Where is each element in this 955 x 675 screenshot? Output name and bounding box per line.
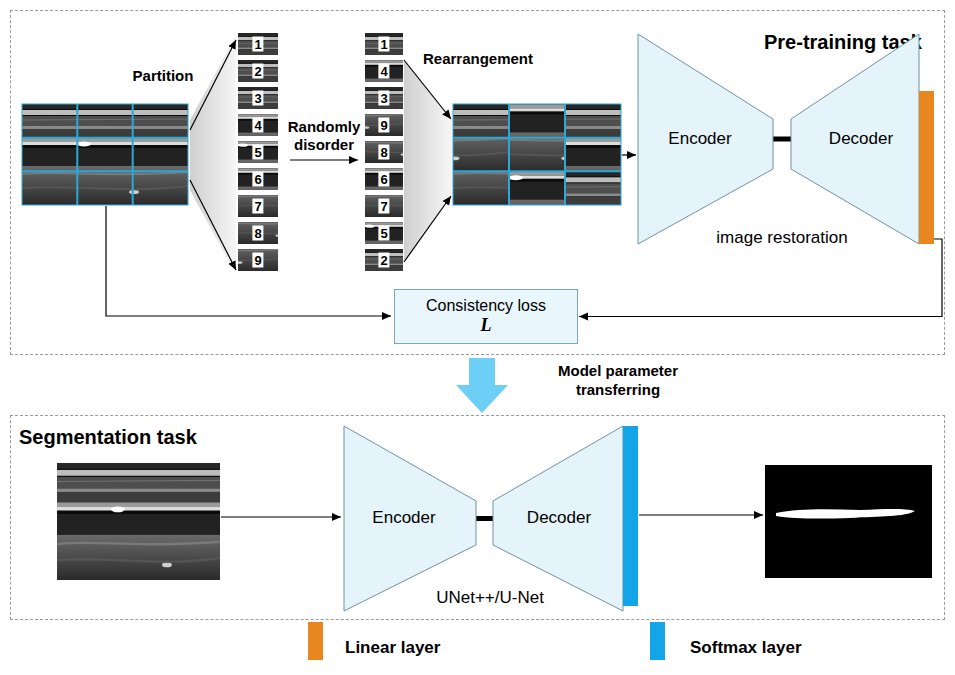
trapezoid xyxy=(638,34,773,244)
callout-number: 3 xyxy=(252,91,263,106)
legend-swatch xyxy=(308,622,323,660)
step-label: Randomly disorder xyxy=(284,118,364,154)
callout-number: 2 xyxy=(252,64,263,79)
legend-label: Linear layer xyxy=(345,638,440,658)
segmentation-mask xyxy=(765,465,932,578)
bottleneck-link xyxy=(476,516,493,521)
callout-number: 5 xyxy=(252,145,263,160)
rearrangement-fan xyxy=(404,60,452,262)
callout-number: 4 xyxy=(252,118,263,133)
transfer-arrow xyxy=(456,358,508,413)
callout-number: 6 xyxy=(378,172,389,187)
decoder-block: Decoder xyxy=(791,34,934,244)
callout-number: 5 xyxy=(378,226,389,241)
encoder-block: Encoder xyxy=(638,34,773,244)
encoder-block: Encoder xyxy=(344,426,476,611)
caption-label: UNet++/U-Net xyxy=(436,588,544,608)
partition-fan xyxy=(190,35,236,275)
callout-number: 3 xyxy=(378,91,389,106)
ultrasound-image xyxy=(22,104,188,205)
trapezoid xyxy=(344,426,476,611)
panel-title: Segmentation task xyxy=(19,426,197,449)
flow-arrow xyxy=(639,514,763,515)
loss-symbol: L xyxy=(481,315,492,336)
callout-number: 7 xyxy=(378,199,389,214)
leader-line xyxy=(106,206,391,316)
flow-arrow xyxy=(622,154,636,155)
callout-number: 6 xyxy=(252,172,263,187)
block-label: Encoder xyxy=(668,129,731,149)
legend-label: Softmax layer xyxy=(690,638,802,658)
callout-number: 8 xyxy=(252,226,263,241)
caption-label: image restoration xyxy=(716,228,847,248)
rearranged-image xyxy=(341,70,677,272)
step-label: Partition xyxy=(133,67,194,84)
callout-number: 9 xyxy=(252,253,263,268)
ultrasound-image xyxy=(57,463,220,580)
callout-number: 1 xyxy=(378,37,389,52)
callout-number: 9 xyxy=(378,118,389,133)
step-label: Rearrangement xyxy=(423,50,533,67)
box-label: Consistency loss xyxy=(426,297,546,315)
bottleneck-link xyxy=(773,137,791,142)
callout-number: 8 xyxy=(378,145,389,160)
trapezoid xyxy=(493,426,623,611)
shuffled-strips xyxy=(289,33,479,315)
callout-number: 7 xyxy=(252,199,263,214)
callout-number: 4 xyxy=(378,64,389,79)
output-layer-bar xyxy=(919,91,934,244)
edge-label: Model parameter transferring xyxy=(528,362,708,400)
flow-arrow xyxy=(579,239,942,317)
loss-box: Consistency lossL xyxy=(394,289,578,344)
block-label: Decoder xyxy=(829,129,893,149)
output-layer-bar xyxy=(623,426,638,606)
block-label: Decoder xyxy=(527,508,591,528)
callout-number: 2 xyxy=(378,253,389,268)
callout-number: 1 xyxy=(252,37,263,52)
decoder-block: Decoder xyxy=(493,426,638,611)
disorder-arrow xyxy=(290,159,358,160)
trapezoid xyxy=(791,34,919,244)
legend-swatch xyxy=(650,622,665,660)
block-label: Encoder xyxy=(372,508,435,528)
flow-arrow xyxy=(221,516,341,517)
